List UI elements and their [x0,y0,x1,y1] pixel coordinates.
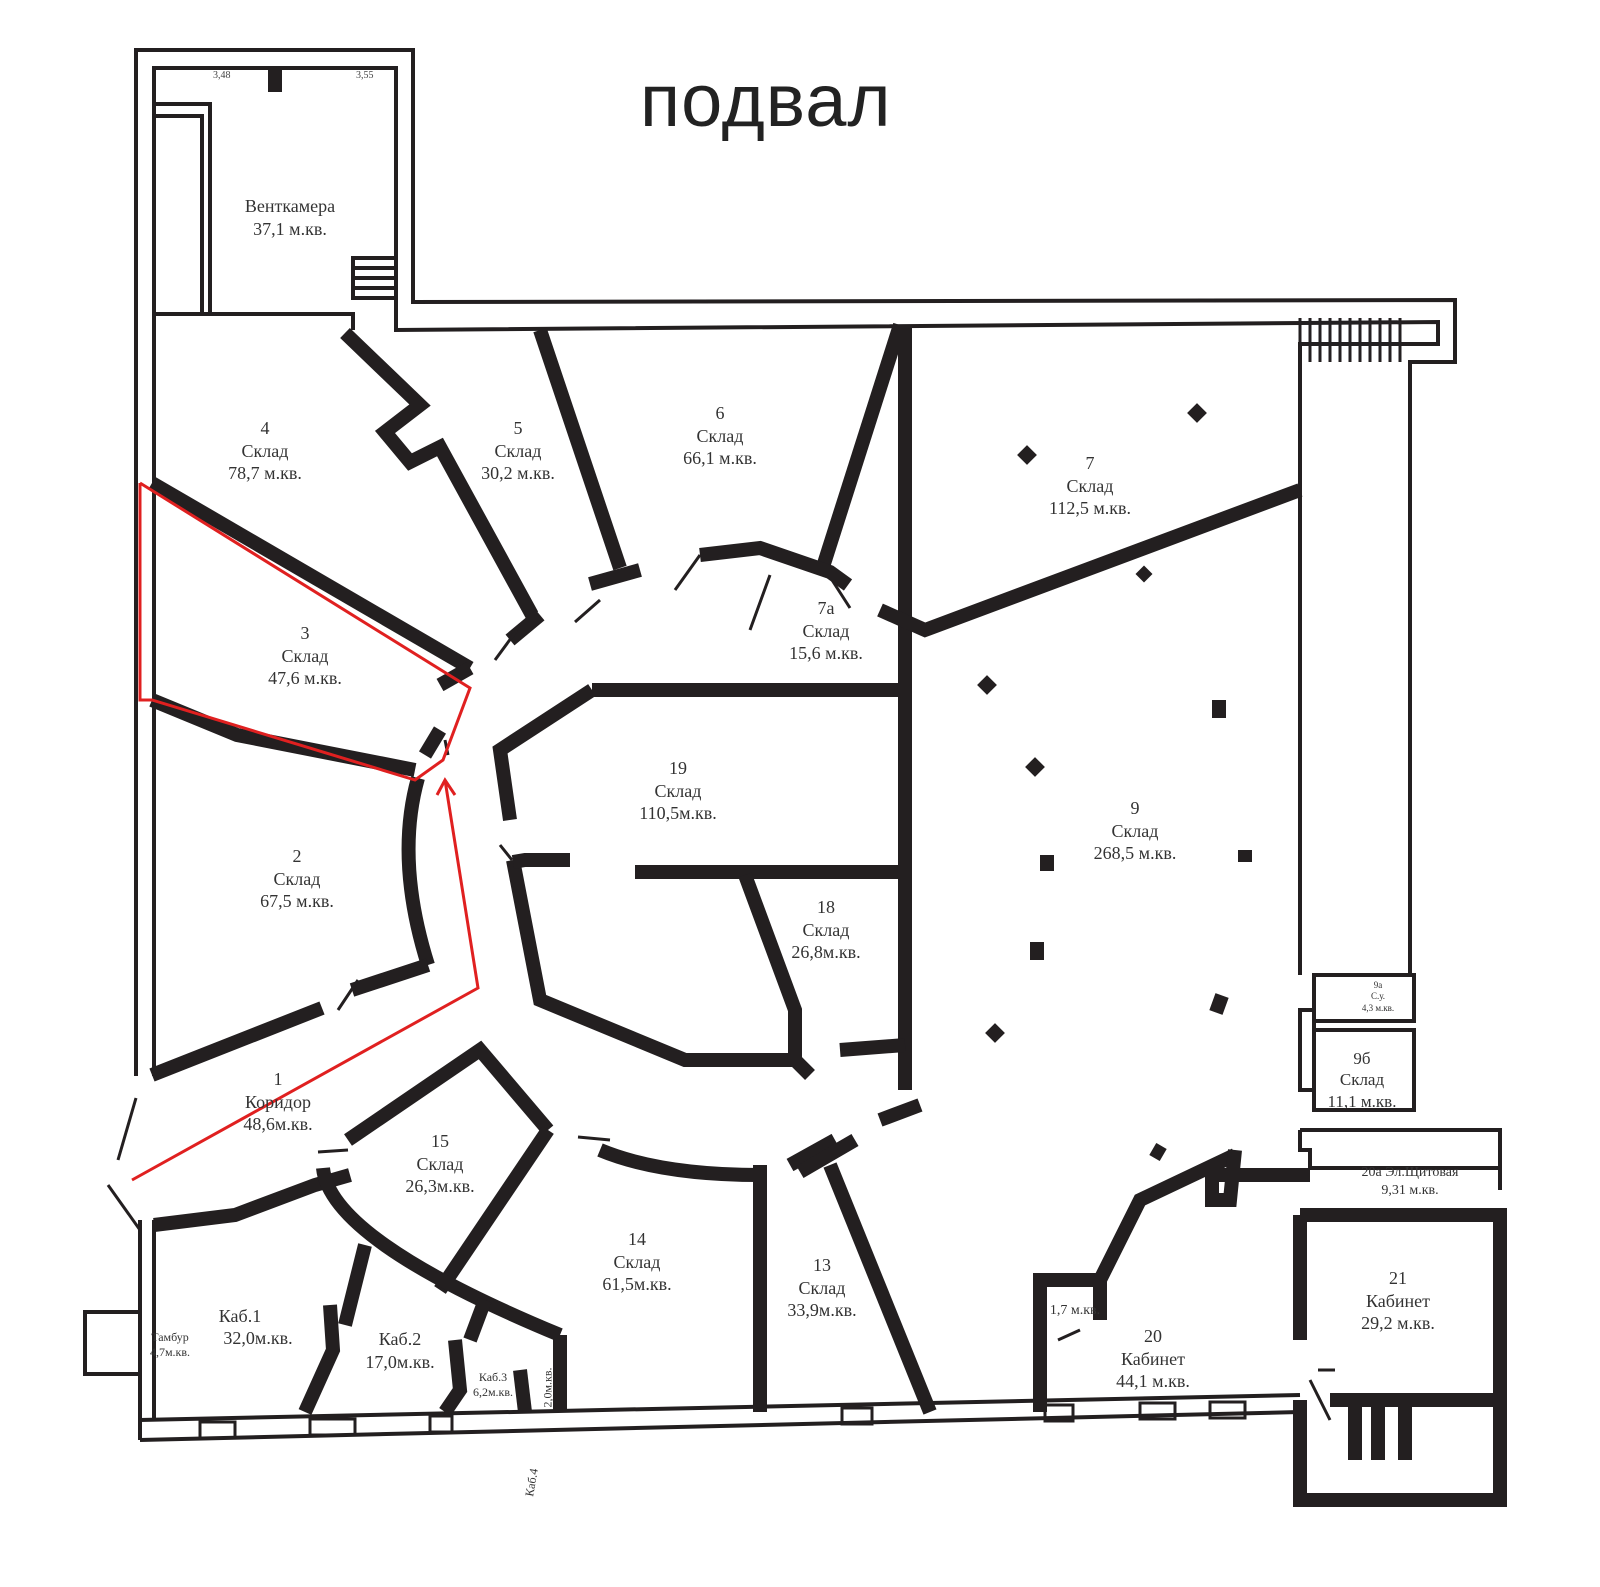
room-kab4-area: 2,0м.кв. [540,1367,555,1408]
room-2[interactable]: 2 Склад 67,5 м.кв. [260,846,334,911]
room-20[interactable]: 20 Кабинет 44,1 м.кв. [1116,1326,1190,1391]
room-15[interactable]: 15 Склад 26,3м.кв. [405,1131,475,1196]
room-14[interactable]: 14 Склад 61,5м.кв. [602,1229,672,1294]
room-19[interactable]: 19 Склад 110,5м.кв. [639,758,717,823]
room-7a[interactable]: 7а Склад 15,6 м.кв. [789,598,863,663]
door-swings [106,554,1335,1421]
room-kab3[interactable]: Каб.3 6,2м.кв. [472,1370,514,1399]
room-13[interactable]: 13 Склад 33,9м.кв. [787,1255,857,1320]
stairs-top-right [1298,318,1402,362]
room-20a[interactable]: 20а Эл.Щитовая 9,31 м.кв. [1361,1165,1459,1198]
room-6[interactable]: 6 Склад 66,1 м.кв. [683,403,757,468]
room-ventcam[interactable]: Венткамера 37,1 м.кв. [244,196,336,239]
room-5[interactable]: 5 Склад 30,2 м.кв. [481,418,555,483]
columns [268,70,1252,1162]
page-title: подвал [640,59,892,142]
room-18[interactable]: 18 Склад 26,8м.кв. [791,897,861,962]
highlight-room-3 [131,481,480,1182]
room-7[interactable]: 7 Склад 112,5 м.кв. [1049,453,1131,518]
dimension-left: 3,48 [213,70,231,81]
windows [198,1400,1247,1440]
room-kab1[interactable]: Каб.1 32,0м.кв. [218,1306,262,1326]
room-kab1-area: 32,0м.кв. [223,1328,293,1348]
room-tambur[interactable]: Тамбур 4,7м.кв. [149,1330,191,1359]
internal-walls [148,322,1507,1507]
room-9a[interactable]: 9а С.у. 4,3 м.кв. [1361,980,1395,1013]
room-1-corridor[interactable]: 1 Коридор 48,6м.кв. [243,1069,313,1134]
room-9[interactable]: 9 Склад 268,5 м.кв. [1093,798,1177,863]
room-21[interactable]: 21 Кабинет 29,2 м.кв. [1361,1268,1435,1333]
room-3[interactable]: 3 Склад 47,6 м.кв. [268,623,342,688]
dimension-right: 3,55 [356,70,374,81]
room-20-small: 1,7 м.кв. [1049,1303,1101,1318]
room-kab2[interactable]: Каб.2 17,0м.кв. [365,1329,435,1372]
room-9b[interactable]: 9б Склад 11,1 м.кв. [1327,1049,1397,1111]
room-4[interactable]: 4 Склад 78,7 м.кв. [228,418,302,483]
